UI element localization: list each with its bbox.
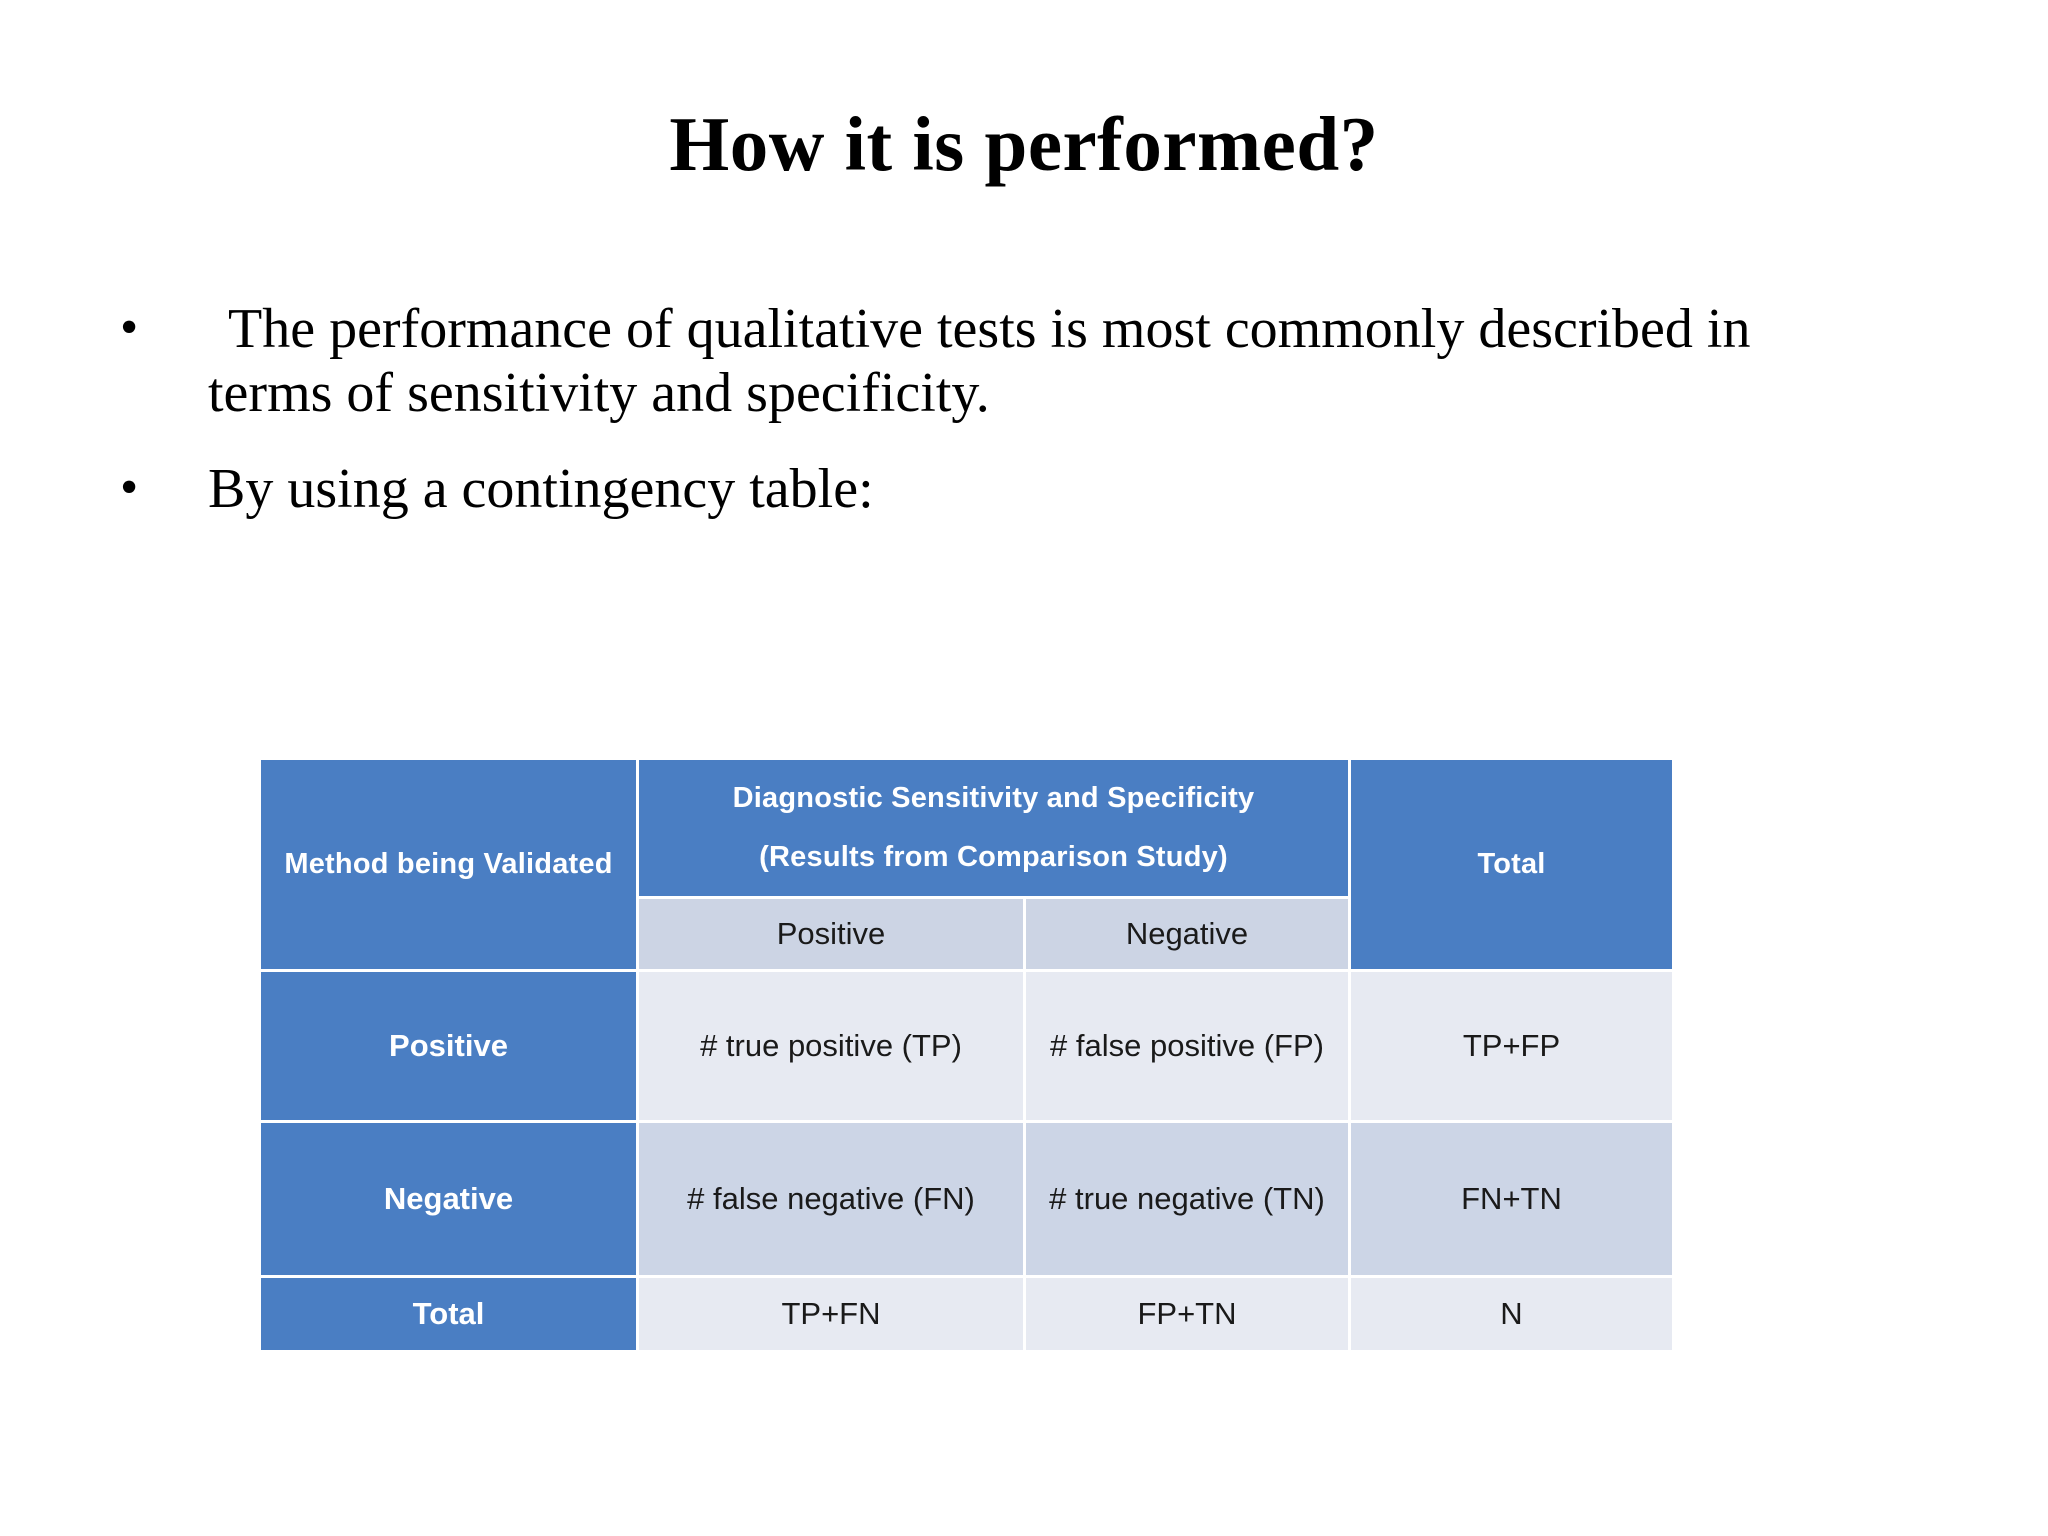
cell-total-positive: TP+FP <box>1351 972 1672 1120</box>
bullet-marker-icon: • <box>120 299 139 356</box>
cell-true-negative: # true negative (TN) <box>1026 1123 1348 1275</box>
row-header-positive: Positive <box>261 972 636 1120</box>
cell-grand-total: N <box>1351 1278 1672 1350</box>
table-total-header: Total <box>1351 760 1672 969</box>
contingency-table-grid: Method being Validated Diagnostic Sensit… <box>258 757 1675 1353</box>
bullet-text: By using a contingency table: <box>208 457 874 520</box>
contingency-table: Method being Validated Diagnostic Sensit… <box>258 757 1672 1350</box>
cell-total-fp-tn: FP+TN <box>1026 1278 1348 1350</box>
cell-total-tp-fn: TP+FN <box>639 1278 1023 1350</box>
table-subheader-negative: Negative <box>1026 899 1348 969</box>
bullet-text: The performance of qualitative tests is … <box>208 298 1751 424</box>
table-header-row: Method being Validated Diagnostic Sensit… <box>261 760 1672 969</box>
group-header-line-2: (Results from Comparison Study) <box>759 841 1228 873</box>
list-item: • The performance of qualitative tests i… <box>120 298 1940 426</box>
table-row: Negative # false negative (FN) # true ne… <box>261 1123 1672 1275</box>
row-header-negative: Negative <box>261 1123 636 1275</box>
group-header-line-1: Diagnostic Sensitivity and Specificity <box>732 782 1255 815</box>
table-group-header: Diagnostic Sensitivity and Specificity (… <box>639 760 1348 896</box>
table-subheader-positive: Positive <box>639 899 1023 969</box>
list-item: • By using a contingency table: <box>120 458 1940 522</box>
cell-false-negative: # false negative (FN) <box>639 1123 1023 1275</box>
cell-true-positive: # true positive (TP) <box>639 972 1023 1120</box>
cell-false-positive: # false positive (FP) <box>1026 972 1348 1120</box>
bullet-list: • The performance of qualitative tests i… <box>120 298 1940 521</box>
table-subheader-row: Positive Negative <box>261 899 1672 969</box>
row-header-total: Total <box>261 1278 636 1350</box>
table-corner-header: Method being Validated <box>261 760 636 969</box>
cell-total-negative: FN+TN <box>1351 1123 1672 1275</box>
table-row: Positive # true positive (TP) # false po… <box>261 972 1672 1120</box>
bullet-marker-icon: • <box>120 458 139 516</box>
table-row: Total TP+FN FP+TN N <box>261 1278 1672 1350</box>
page-title: How it is performed? <box>669 101 1379 187</box>
